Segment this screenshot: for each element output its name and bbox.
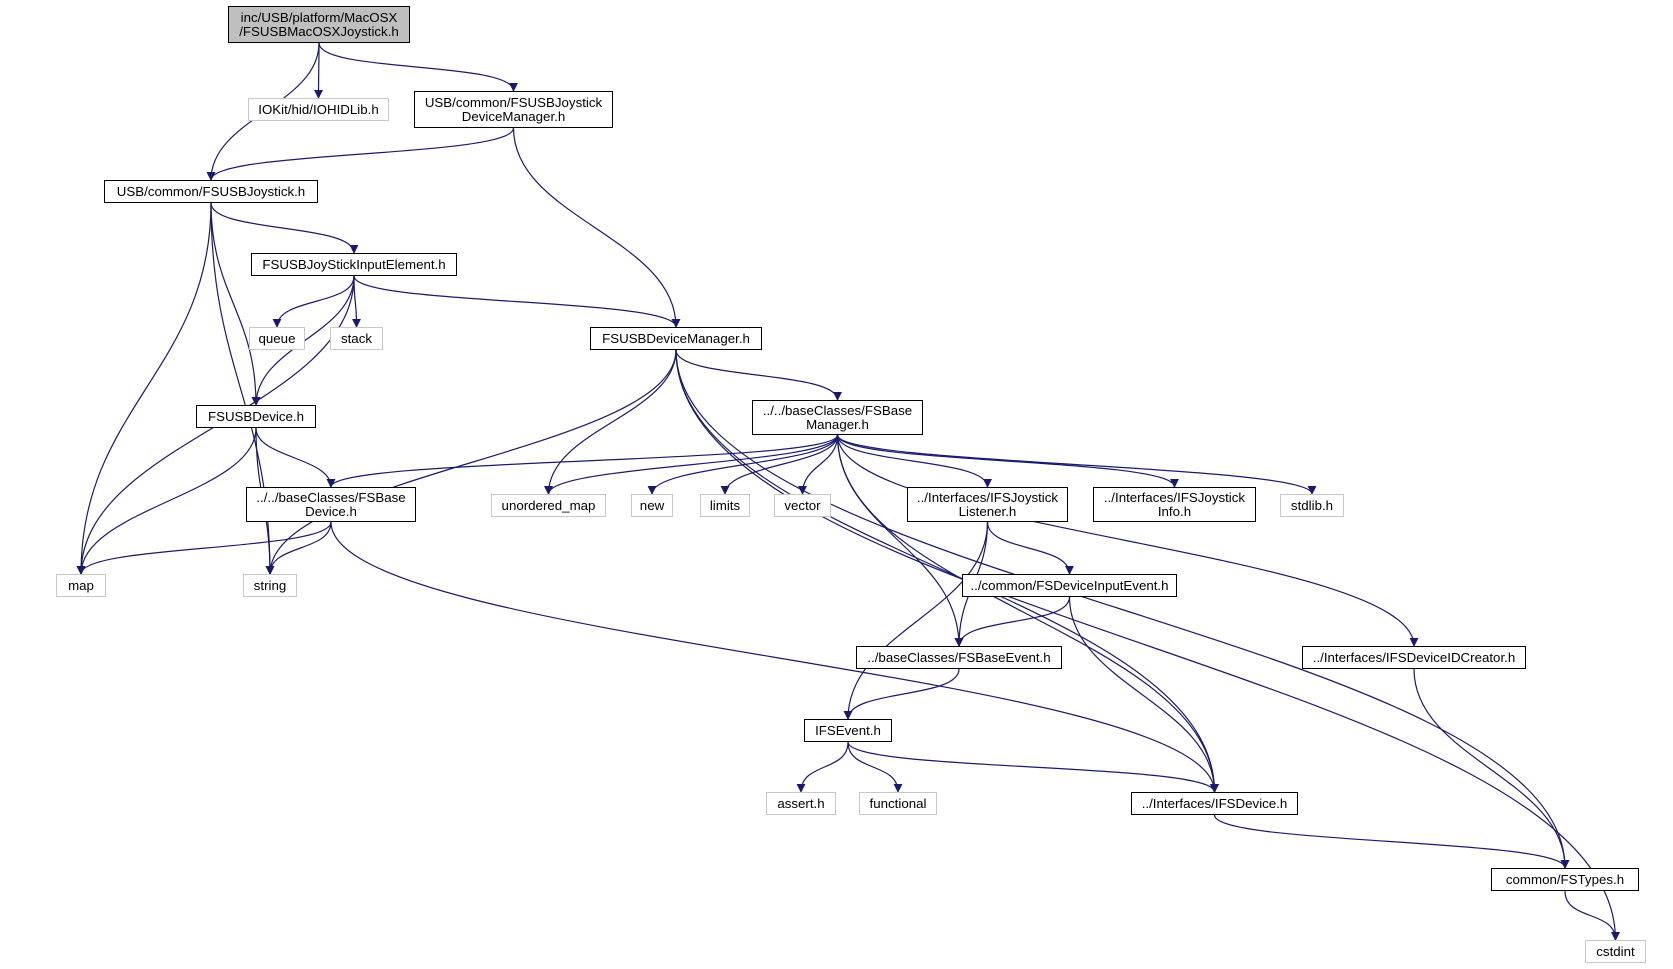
node-map: map — [56, 574, 106, 597]
edge-fsbd-to-ifsd — [330, 521, 1219, 793]
edge-root-to-fsjdm — [318, 42, 518, 92]
edge-fsbm-to-ifsji — [836, 434, 1179, 488]
node-umap: unordered_map — [491, 494, 606, 517]
node-string: string — [243, 574, 297, 597]
edge-fstypes-to-cstdint — [1564, 890, 1620, 941]
node-fsjdm: USB/common/FSUSBJoystick DeviceManager.h — [414, 91, 613, 128]
node-fsbd: ../../baseClasses/FSBase Device.h — [246, 487, 416, 522]
node-queue: queue — [249, 327, 305, 350]
edge-fsjie-to-queue — [272, 275, 355, 328]
node-limits: limits — [700, 494, 750, 517]
node-fsbm: ../../baseClasses/FSBase Manager.h — [752, 400, 923, 435]
node-fstypes: common/FSTypes.h — [1491, 868, 1639, 891]
edge-ifsjl-to-ifse — [843, 521, 989, 720]
edge-fsjdm-to-fsdm — [512, 127, 681, 328]
edge-fsj-to-fsjie — [210, 202, 359, 254]
node-iohid: IOKit/hid/IOHIDLib.h — [248, 98, 389, 121]
edge-fsbm-to-ifsjl — [836, 434, 992, 488]
edge-fsdm-to-cstdint — [675, 349, 1620, 941]
node-functional: functional — [859, 792, 937, 815]
edge-fsbd-to-map — [76, 521, 332, 575]
edge-fsjdm-to-fsj — [206, 127, 515, 181]
node-fsdie: ../common/FSDeviceInputEvent.h — [962, 574, 1177, 597]
edge-fsd-to-fsbd — [255, 427, 336, 488]
node-ifsjl: ../Interfaces/IFSJoystick Listener.h — [907, 487, 1068, 522]
node-new: new — [631, 494, 673, 517]
edge-ifsjl-to-fsdie — [986, 521, 1074, 575]
edge-fsd-to-map — [76, 427, 257, 575]
edge-ifse-to-assert — [796, 741, 849, 793]
node-stack: stack — [330, 327, 383, 350]
node-vector: vector — [774, 494, 831, 517]
node-cstdint: cstdint — [1585, 940, 1646, 963]
node-ifsd: ../Interfaces/IFSDevice.h — [1131, 792, 1298, 815]
node-fsbe: ../baseClasses/FSBaseEvent.h — [856, 646, 1062, 669]
node-ifse: IFSEvent.h — [804, 719, 892, 742]
node-ifsdidc: ../Interfaces/IFSDeviceIDCreator.h — [1302, 646, 1526, 669]
node-fsj: USB/common/FSUSBJoystick.h — [104, 180, 318, 203]
edge-fsjie-to-fsdm — [353, 275, 681, 328]
edge-fsdm-to-string — [265, 349, 677, 575]
edge-fsdm-to-umap — [544, 349, 677, 495]
edge-fsj-to-fsd — [210, 202, 261, 406]
edge-fsdie-to-fsbe — [954, 596, 1071, 647]
edge-fsdie-to-ifsd — [1068, 596, 1219, 793]
edge-fsj-to-map — [76, 202, 212, 575]
node-ifsji: ../Interfaces/IFSJoystick Info.h — [1093, 487, 1256, 522]
edge-fsjie-to-stack — [351, 275, 361, 328]
edge-ifsd-to-fstypes — [1213, 814, 1570, 869]
edge-ifse-to-functional — [847, 741, 903, 793]
edge-root-to-iohid — [314, 42, 324, 99]
edge-fsbd-to-string — [265, 521, 332, 575]
node-assert: assert.h — [766, 792, 836, 815]
edge-fsdm-to-fstypes — [675, 349, 1570, 869]
edge-fsbm-to-umap — [544, 434, 839, 495]
edge-fsdm-to-fsbm — [675, 349, 842, 401]
edge-fsbm-to-ifsd — [836, 434, 1219, 793]
node-stdlib: stdlib.h — [1280, 494, 1344, 517]
edge-fsbm-to-limits — [720, 434, 839, 495]
edge-ifse-to-ifsd — [847, 741, 1219, 793]
edge-ifsdidc-to-fstypes — [1413, 668, 1570, 869]
node-root: inc/USB/platform/MacOSX /FSUSBMacOSXJoys… — [228, 6, 410, 43]
edge-fsjie-to-fsd — [251, 275, 355, 406]
edges-layer — [76, 42, 1620, 941]
node-fsd: FSUSBDevice.h — [196, 405, 316, 428]
edge-fsbm-to-stdlib — [836, 434, 1317, 495]
edge-fsdm-to-ifsd — [675, 349, 1219, 793]
edge-fsbm-to-vector — [798, 434, 839, 495]
edge-fsbm-to-fsbe — [836, 434, 964, 647]
node-fsdm: FSUSBDeviceManager.h — [590, 327, 762, 350]
edge-fsbm-to-new — [647, 434, 839, 495]
edge-fsbm-to-fsbd — [326, 434, 839, 488]
node-fsjie: FSUSBJoyStickInputElement.h — [251, 253, 457, 276]
edge-fsbe-to-ifse — [843, 668, 960, 720]
edge-fsbm-to-ifsdidc — [836, 434, 1419, 647]
